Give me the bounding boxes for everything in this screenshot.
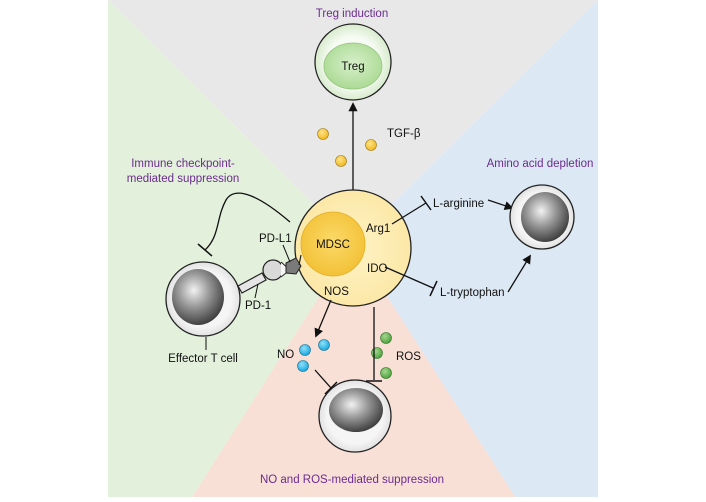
checkpoint-inhibition-bar: [197, 243, 213, 257]
l-tryptophan-arrow: [507, 254, 531, 293]
no-molecules: [297, 339, 330, 372]
no-ros-header: NO and ROS-mediated suppression: [260, 474, 444, 486]
treg-cell: Treg: [314, 23, 392, 101]
tgf-beta-molecules: [317, 128, 377, 167]
no-ros-target-t-cell: [318, 379, 392, 453]
effector-t-cell: [165, 261, 241, 337]
checkpoint-inhibition-curve: [204, 192, 291, 251]
arg1-inhibition-line: [391, 202, 427, 225]
ros-label: ROS: [396, 351, 421, 363]
mdsc-cell: MDSC: [294, 189, 412, 307]
amino-acid-depletion-header: Amino acid depletion: [487, 158, 594, 170]
arg1-label: Arg1: [366, 223, 390, 235]
nos-to-no-arrow: [314, 299, 332, 338]
pd-1-label: PD-1: [245, 300, 271, 312]
no-label: NO: [277, 349, 294, 361]
ido-inhibition-line: [384, 266, 434, 289]
checkpoint-header-line1: Immune checkpoint-: [131, 158, 235, 170]
checkpoint-header-line2: mediated suppression: [127, 173, 240, 185]
pd-1-receptor: [237, 259, 291, 294]
nos-label: NOS: [324, 286, 349, 298]
pd-l1-label: PD-L1: [259, 233, 292, 245]
no-inhibition-line: [314, 369, 332, 389]
mdsc-label: MDSC: [316, 239, 350, 251]
l-tryptophan-label: L-tryptophan: [440, 287, 505, 299]
ido-label: IDO: [367, 263, 388, 275]
ido-inhibition-bar: [429, 280, 438, 297]
no-ros-sector: [192, 243, 515, 497]
checkpoint-sector: [108, 0, 353, 497]
no-inhibition-bar: [324, 381, 338, 395]
treg-induction-header: Treg induction: [316, 8, 388, 20]
amino-acid-t-cell: [509, 184, 575, 250]
l-arginine-label: L-arginine: [433, 198, 484, 210]
pd-l1-pointer: [282, 244, 291, 263]
arg1-inhibition-bar: [420, 195, 432, 211]
amino-acid-depletion-sector: [353, 0, 598, 497]
effector-t-cell-label: Effector T cell: [168, 353, 238, 365]
l-arginine-arrow: [487, 199, 514, 211]
tgf-beta-label: TGF-β: [387, 128, 421, 140]
pd-1-pointer: [254, 283, 259, 299]
treg-label: Treg: [341, 61, 364, 73]
